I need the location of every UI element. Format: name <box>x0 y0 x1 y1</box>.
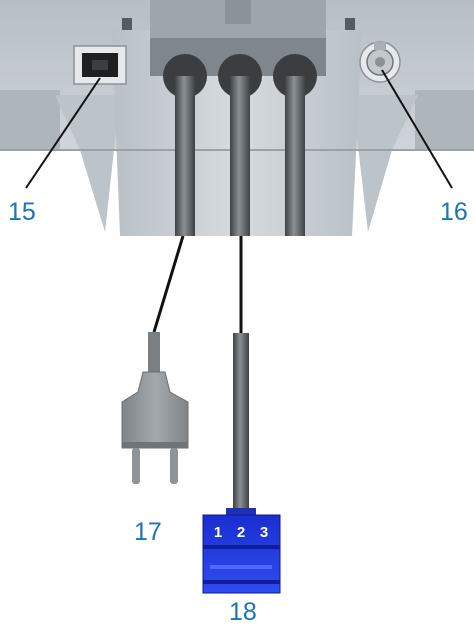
terminal-pin-1-label: 1 <box>214 524 222 541</box>
callout-15-lan-port: 15 <box>8 198 36 226</box>
leader-line-15 <box>25 77 101 189</box>
sensor-cable <box>233 236 249 511</box>
callout-16-antenna-socket: 16 <box>440 198 468 226</box>
antenna-socket <box>359 41 401 83</box>
terminal-block: 1 2 3 <box>202 508 281 594</box>
terminal-pin-2-label: 2 <box>237 524 245 541</box>
cable-bundle <box>163 54 317 236</box>
callout-17-power-plug: 17 <box>134 518 162 546</box>
terminal-pin-3-label: 3 <box>260 524 268 541</box>
lan-port <box>73 45 127 85</box>
callout-18-terminal-block: 18 <box>229 598 257 626</box>
power-plug <box>121 371 189 484</box>
leader-line-16 <box>381 69 453 189</box>
power-cord <box>148 235 185 372</box>
